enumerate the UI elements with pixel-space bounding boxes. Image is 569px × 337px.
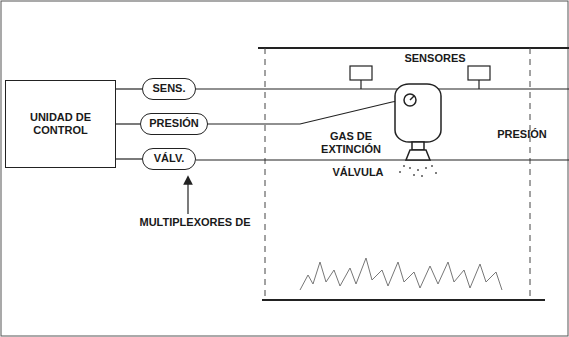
room-ceiling	[258, 47, 569, 49]
valve-wire	[196, 159, 569, 160]
gas-tank	[395, 84, 441, 160]
room-floor	[262, 299, 545, 301]
gas-label: GAS DE EXTINCIÓN	[312, 130, 390, 156]
sensors-label: SENSORES	[385, 52, 485, 65]
pressure-label: PRESIÓN	[492, 128, 552, 141]
sensor-wire	[196, 88, 569, 89]
multiplexer-label: MULTIPLEXORES DE	[130, 216, 260, 229]
node-text: SENS.	[152, 82, 185, 95]
spray	[399, 165, 437, 177]
node-text: PRESIÓN	[149, 117, 199, 130]
valve-label: VÁLVULA	[322, 166, 394, 179]
connector	[116, 159, 142, 160]
pointer-arrow	[187, 180, 188, 214]
multiplexer-pill: VÁLV.	[142, 148, 196, 170]
multiplexer-pill: SENS.	[142, 78, 196, 100]
connector	[116, 124, 140, 125]
multiplexer-pill: PRESIÓN	[140, 113, 208, 135]
room-wall	[265, 48, 266, 300]
control-unit-box: UNIDAD DE CONTROL	[5, 80, 116, 168]
connector	[116, 89, 142, 90]
node-text: UNIDAD DE CONTROL	[14, 111, 107, 137]
node-text: VÁLV.	[154, 152, 185, 165]
room-wall	[530, 48, 531, 300]
fire	[300, 258, 502, 290]
pressure-wire	[196, 100, 404, 124]
